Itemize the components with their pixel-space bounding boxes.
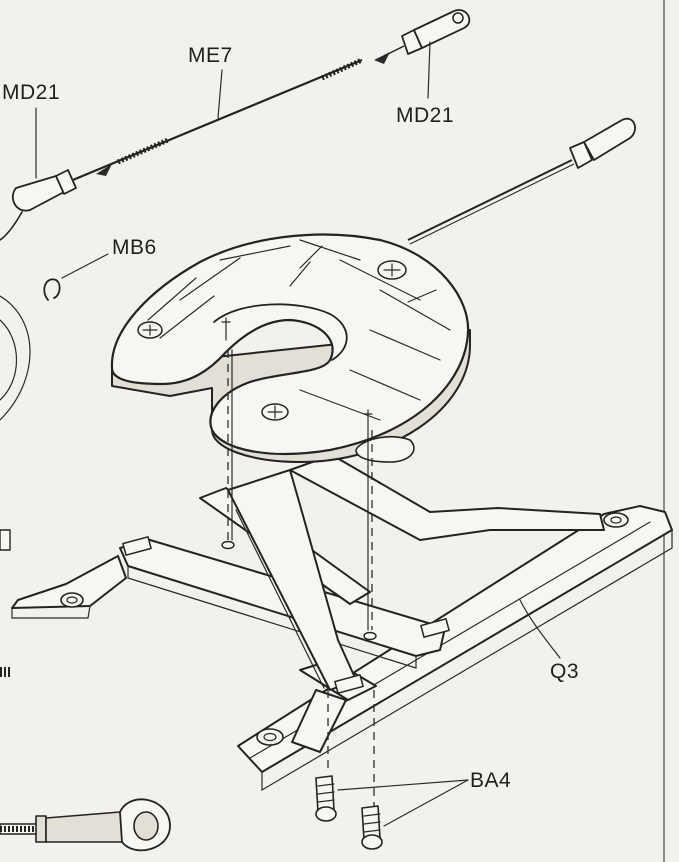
clip-mb6 (0, 278, 61, 421)
plate-screw-front (261, 403, 289, 421)
edge-fragment (0, 529, 11, 551)
label-mb6: MB6 (112, 236, 157, 259)
screws-ba4 (315, 775, 383, 850)
plate-screw-left (137, 321, 163, 339)
label-me7: ME7 (188, 44, 233, 67)
label-md21-right: MD21 (396, 104, 454, 127)
rod-end-right (401, 9, 471, 55)
label-ba4: BA4 (470, 769, 511, 792)
label-md21-left: MD21 (2, 81, 60, 104)
alignment-lines (227, 349, 375, 806)
threaded-rod-me7 (67, 45, 405, 184)
leader-lines (35, 41, 561, 827)
plate-screw-right (377, 260, 407, 280)
rod-end-bottom-left (0, 798, 171, 852)
label-q3: Q3 (550, 660, 579, 683)
rod-end-left (0, 169, 77, 241)
base-frame (11, 454, 673, 792)
fifth-wheel-plate (110, 233, 471, 463)
release-rod (407, 117, 636, 245)
arrow-icon (96, 164, 112, 176)
